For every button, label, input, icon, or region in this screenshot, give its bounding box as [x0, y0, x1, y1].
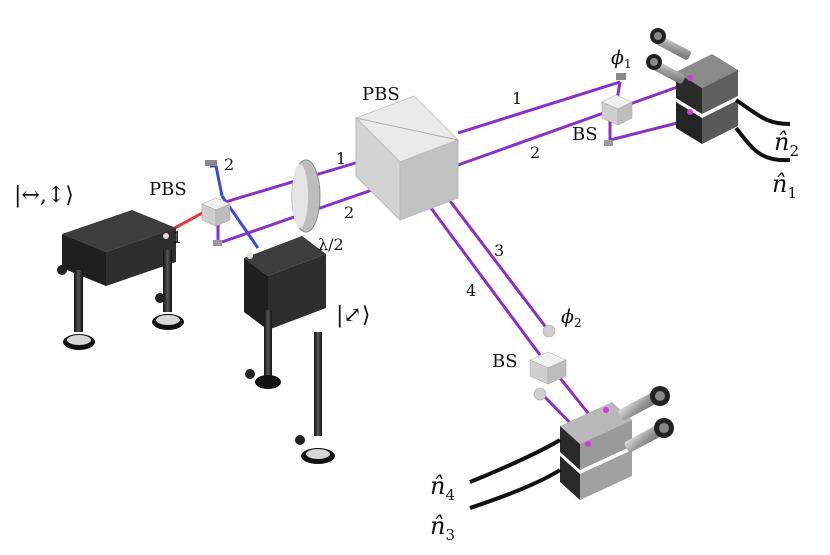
- label-det-n4-subscript: 4: [445, 486, 455, 504]
- label-phi2-symbol: ϕ: [561, 306, 574, 328]
- label-det-n2-subscript: 2: [789, 142, 799, 160]
- label-source2-ket: |⤢⟩: [336, 303, 370, 328]
- beam-arm-1: [457, 80, 621, 135]
- label-det-n2-symbol: n̂: [774, 128, 789, 156]
- detector-pair-top: [646, 28, 791, 163]
- label-phi1: ϕ1: [611, 47, 632, 71]
- label-small-pbs: PBS: [149, 179, 187, 200]
- main-pbs-cube: [355, 95, 459, 222]
- label-det-n1-subscript: 1: [787, 184, 797, 202]
- small-pbs-cube: [201, 197, 231, 227]
- beam-blue-mirror: [214, 165, 224, 197]
- phase-shifter-phi1: [616, 73, 626, 80]
- bs-bottom-cube: [529, 351, 567, 385]
- half-wave-plate: [291, 159, 321, 233]
- label-det-n2: n̂2: [774, 128, 799, 160]
- path-label-arm-3: 3: [494, 241, 504, 260]
- bs-bottom-mirror: [533, 387, 547, 401]
- label-main-pbs: PBS: [362, 84, 400, 105]
- label-det-n4: n̂4: [430, 472, 455, 504]
- label-det-n3-subscript: 3: [445, 526, 455, 544]
- beam-arm-2: [457, 108, 613, 167]
- path-label-arm-4: 4: [466, 281, 476, 300]
- bs-top-cube: [601, 94, 633, 126]
- label-source1-ket: |↔,↕⟩: [14, 183, 74, 208]
- path-label-small-pbs-2: 2: [224, 155, 234, 174]
- label-waveplate: λ/2: [318, 235, 344, 254]
- label-phi2-subscript: 2: [574, 316, 582, 330]
- path-label-arm-1: 1: [512, 89, 522, 108]
- label-det-n1: n̂1: [772, 170, 797, 202]
- label-phi1-symbol: ϕ: [611, 47, 624, 69]
- path-label-pre-main-1: 1: [336, 149, 346, 168]
- label-det-n4-symbol: n̂: [430, 472, 445, 500]
- label-bs-top: BS: [572, 124, 598, 145]
- label-bs-bottom: BS: [492, 351, 518, 372]
- label-phi1-subscript: 1: [624, 57, 632, 71]
- path-label-small-pbs-1: 1: [172, 228, 182, 247]
- source-1-housing: [57, 210, 184, 350]
- small-mirror-top: [205, 160, 217, 166]
- path-label-pre-main-2: 2: [344, 203, 354, 222]
- detector-pair-bottom: [469, 386, 674, 510]
- beam-arm-4: [426, 203, 542, 356]
- source-2-housing: [244, 236, 335, 464]
- label-det-n1-symbol: n̂: [772, 170, 787, 198]
- small-mirror-bottom: [213, 240, 222, 246]
- label-phi2: ϕ2: [561, 306, 582, 330]
- bs-top-mirror: [604, 140, 613, 146]
- label-det-n3: n̂3: [430, 512, 455, 544]
- phase-shifter-phi2: [542, 324, 556, 338]
- label-det-n3-symbol: n̂: [430, 512, 445, 540]
- path-label-arm-2: 2: [530, 143, 540, 162]
